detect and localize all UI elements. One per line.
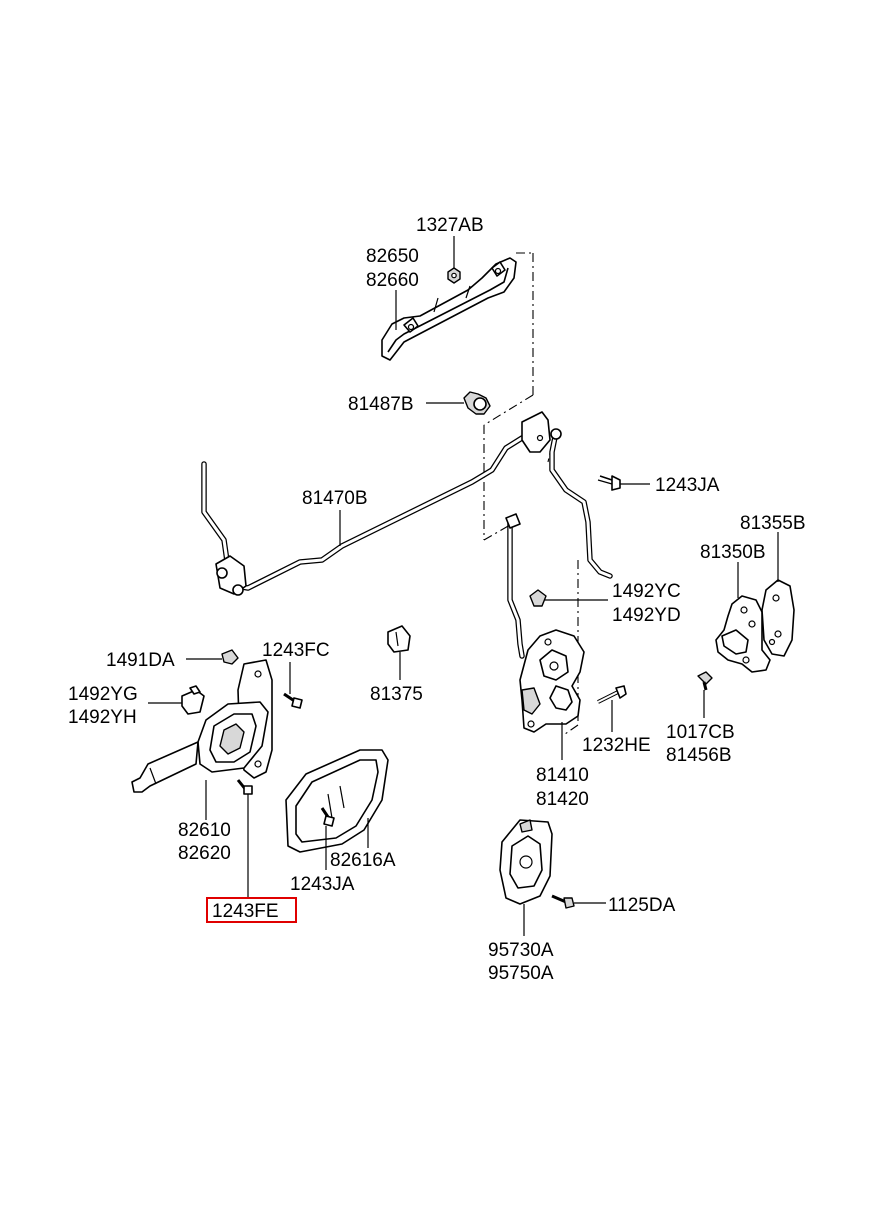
- label-82650[interactable]: 82650: [366, 246, 419, 267]
- rod-81470B[interactable]: [201, 425, 543, 596]
- label-1492YD[interactable]: 1492YD: [612, 605, 681, 626]
- lever-plate[interactable]: [521, 411, 551, 453]
- part-labels: 1327AB 82650 82660 81487B 81470B 1243JA …: [68, 215, 806, 984]
- highlight-box: [206, 897, 297, 923]
- label-82620[interactable]: 82620: [178, 843, 231, 864]
- latch-81410[interactable]: [519, 629, 585, 733]
- highlighted-part-1243FE[interactable]: 1243FE: [206, 897, 297, 923]
- label-81410[interactable]: 81410: [536, 765, 589, 786]
- label-1232HE[interactable]: 1232HE: [582, 735, 651, 756]
- label-81355B[interactable]: 81355B: [740, 513, 806, 534]
- actuator-95730A[interactable]: [499, 819, 553, 905]
- label-1243FC[interactable]: 1243FC: [262, 640, 330, 661]
- plate-81355B[interactable]: [761, 579, 795, 657]
- striker-81350B[interactable]: [715, 595, 771, 673]
- screw-1243JA-bottom[interactable]: [320, 807, 335, 827]
- screw-1243FE[interactable]: [236, 779, 253, 795]
- label-1243FE[interactable]: 1243FE: [212, 901, 279, 922]
- label-95730A[interactable]: 95730A: [488, 940, 554, 961]
- leader-lines: [148, 236, 779, 936]
- label-81470B[interactable]: 81470B: [302, 488, 368, 509]
- screw-1243FC[interactable]: [283, 692, 303, 709]
- label-1492YH[interactable]: 1492YH: [68, 707, 137, 728]
- label-81456B[interactable]: 81456B: [666, 745, 732, 766]
- clip-81375[interactable]: [387, 625, 411, 653]
- rod-lock[interactable]: [505, 513, 525, 659]
- clip-1491DA[interactable]: [221, 649, 239, 665]
- label-1243JA-bottom[interactable]: 1243JA: [290, 874, 355, 895]
- label-1327AB[interactable]: 1327AB: [416, 215, 484, 236]
- label-81375[interactable]: 81375: [370, 684, 423, 705]
- label-81487B[interactable]: 81487B: [348, 394, 414, 415]
- bracket-82650[interactable]: [381, 257, 517, 361]
- label-1243JA-top[interactable]: 1243JA: [655, 475, 720, 496]
- label-95750A[interactable]: 95750A: [488, 963, 554, 984]
- label-81420[interactable]: 81420: [536, 789, 589, 810]
- bolt-1232HE[interactable]: [597, 685, 627, 704]
- label-1125DA[interactable]: 1125DA: [608, 895, 676, 916]
- label-1017CB[interactable]: 1017CB: [666, 722, 735, 743]
- handle-82610[interactable]: [131, 659, 273, 793]
- screw-1243JA-top[interactable]: [597, 475, 621, 491]
- label-81350B[interactable]: 81350B: [700, 542, 766, 563]
- rod-right[interactable]: [549, 428, 613, 579]
- label-82610[interactable]: 82610: [178, 820, 231, 841]
- clip-1492YG[interactable]: [181, 685, 205, 715]
- cap-1492YC[interactable]: [529, 589, 547, 607]
- clip-81487B[interactable]: [463, 391, 491, 415]
- label-82660[interactable]: 82660: [366, 270, 419, 291]
- label-82616A[interactable]: 82616A: [330, 850, 396, 871]
- screw-1017CB[interactable]: [697, 671, 713, 691]
- nut-1327AB[interactable]: [447, 267, 461, 284]
- label-1491DA[interactable]: 1491DA: [106, 650, 175, 671]
- bezel-82616A[interactable]: [285, 749, 389, 853]
- screw-1125DA[interactable]: [551, 894, 575, 909]
- label-1492YG[interactable]: 1492YG: [68, 684, 138, 705]
- label-1492YC[interactable]: 1492YC: [612, 581, 681, 602]
